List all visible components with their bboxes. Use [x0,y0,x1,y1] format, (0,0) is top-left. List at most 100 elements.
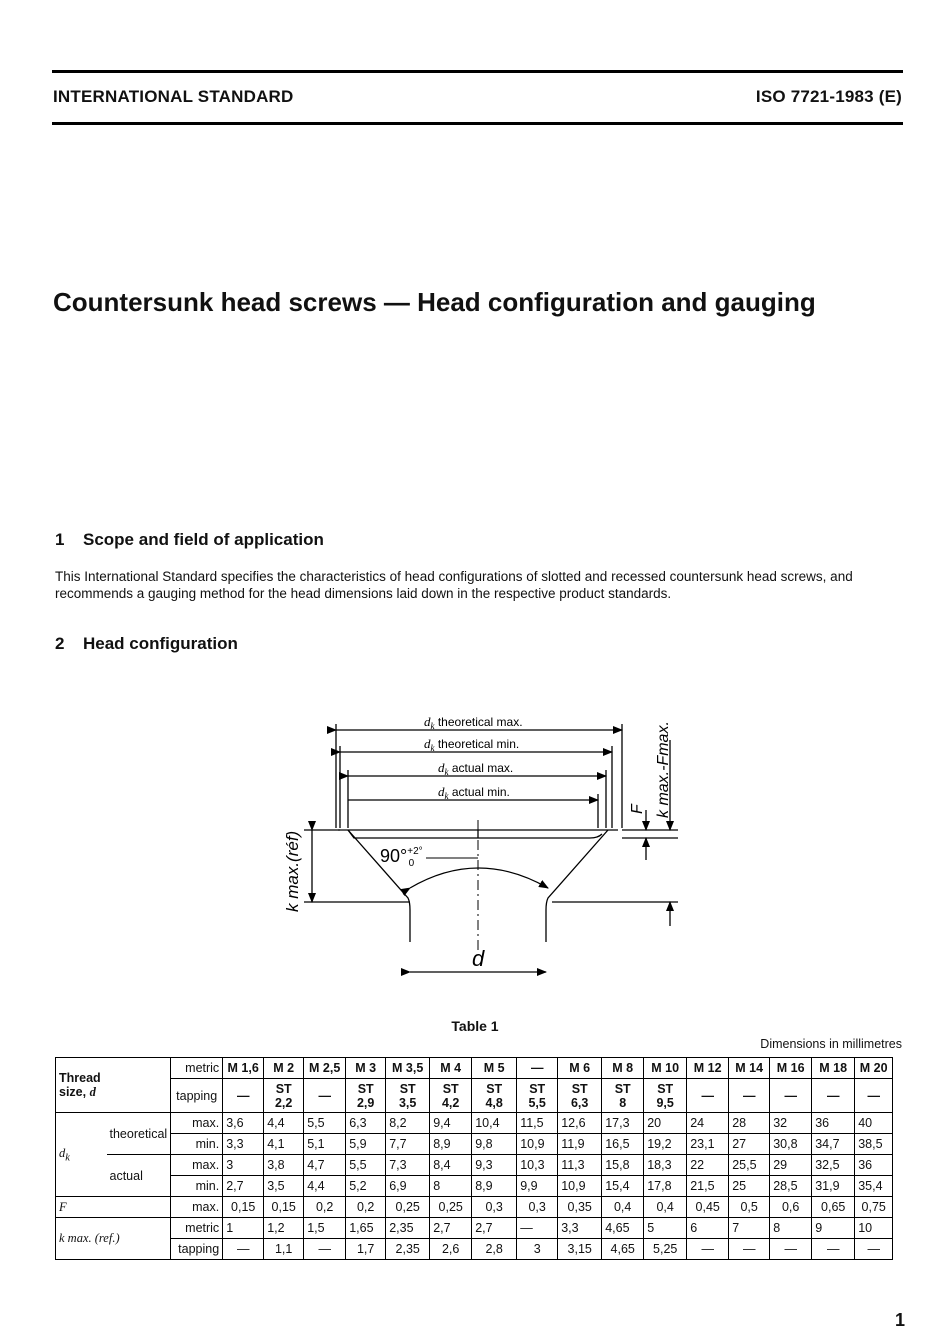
table-cell: 8 [769,1217,813,1239]
table-cell: 4,4 [263,1112,305,1134]
metric-size: M 8 [601,1057,645,1079]
table-cell: 3 [222,1154,265,1176]
table-cell: 0,65 [811,1196,856,1218]
header-left: INTERNATIONAL STANDARD [53,87,294,106]
head-face [347,829,603,839]
table-cell: 0,6 [769,1196,813,1218]
table-cell: 10 [854,1217,894,1239]
theoretical-label: theoretical [106,1112,172,1155]
table-cell: 18,3 [643,1154,688,1176]
tapping-size: — [686,1078,730,1113]
table-cell: — [769,1238,813,1260]
table-cell: 3,3 [222,1133,265,1155]
table-cell: 9 [811,1217,856,1239]
table-cell: 3,5 [263,1175,305,1197]
header-right: ISO 7721-1983 (E) [755,87,902,106]
table-cell: 4,4 [303,1175,347,1197]
min-label: min. [170,1175,224,1197]
metric-size: M 18 [811,1057,856,1079]
max-label: max. [170,1196,224,1218]
dk-theoretical-min-label: dk theoretical min. [424,736,519,753]
table-cell: 38,5 [854,1133,894,1155]
actual-label: actual [106,1154,172,1197]
table-cell: 9,4 [429,1112,473,1134]
table-cell: — [811,1238,856,1260]
table-cell: 15,4 [601,1175,645,1197]
table-cell: 11,9 [557,1133,603,1155]
table-cell: 10,9 [516,1133,559,1155]
table-cell: 21,5 [686,1175,730,1197]
section-title: Scope and field of application [83,530,324,549]
table-cell: 34,7 [811,1133,856,1155]
table-cell: 0,35 [557,1196,603,1218]
screw-head-outline [347,829,411,942]
max-label: max. [170,1154,224,1176]
table-cell: — [303,1238,347,1260]
metric-size: M 2 [263,1057,305,1079]
tapping-size: — [303,1078,347,1113]
metric-size: M 20 [854,1057,894,1079]
table-cell: 5 [643,1217,688,1239]
table-cell: 25,5 [728,1154,771,1176]
table-cell: 8,9 [429,1133,473,1155]
table-cell: 3,15 [557,1238,603,1260]
table-cell: 1 [222,1217,265,1239]
tapping-size: — [854,1078,894,1113]
table-cell: 0,2 [303,1196,347,1218]
table-cell: 20 [643,1112,688,1134]
table-cell: 2,6 [429,1238,473,1260]
section-title: Head configuration [83,634,238,653]
table-cell: 27 [728,1133,771,1155]
table-cell: 0,4 [601,1196,645,1218]
metric-label: metric [170,1217,224,1239]
metric-size: M 1,6 [222,1057,265,1079]
table-cell: 3,3 [557,1217,603,1239]
table-cell: 7,7 [385,1133,431,1155]
page-number: 1 [894,1310,905,1330]
metric-size: M 10 [643,1057,688,1079]
table-cell: 9,9 [516,1175,559,1197]
table-cell: 0,5 [728,1196,771,1218]
table-cell: 16,5 [601,1133,645,1155]
table-body: Thread size, d metric M 1,6 M 2 M 2,5 M … [54,1057,894,1260]
table-cell: 2,35 [385,1238,431,1260]
table-cell: 30,8 [769,1133,813,1155]
metric-size: M 6 [557,1057,603,1079]
table-cell: — [686,1238,730,1260]
metric-size: M 16 [769,1057,813,1079]
table-cell: 1,65 [345,1217,387,1239]
table-cell: 7,3 [385,1154,431,1176]
table-cell: 6,3 [345,1112,387,1134]
dk-actual-max-label: dk actual max. [438,760,513,777]
table-cell: 11,3 [557,1154,603,1176]
metric-size: M 4 [429,1057,473,1079]
section-number: 2 [55,634,65,653]
thread-size-label: Thread size, d [54,1057,172,1113]
header-bottom-rule [52,122,903,125]
table-cell: 29 [769,1154,813,1176]
table-cell: 3 [516,1238,559,1260]
table-cell: 4,7 [303,1154,347,1176]
metric-size: M 5 [471,1057,518,1079]
table-cell: 31,9 [811,1175,856,1197]
tapping-label: tapping [170,1238,224,1260]
table-cell: 0,3 [516,1196,559,1218]
table-caption: Table 1 [451,1018,499,1034]
tapping-size: — [811,1078,856,1113]
table-cell: 1,7 [345,1238,387,1260]
metric-size: M 3,5 [385,1057,431,1079]
k-max-ref-label: k max. (ref.) [54,1217,172,1260]
table-cell: 6,9 [385,1175,431,1197]
table-cell: 35,4 [854,1175,894,1197]
